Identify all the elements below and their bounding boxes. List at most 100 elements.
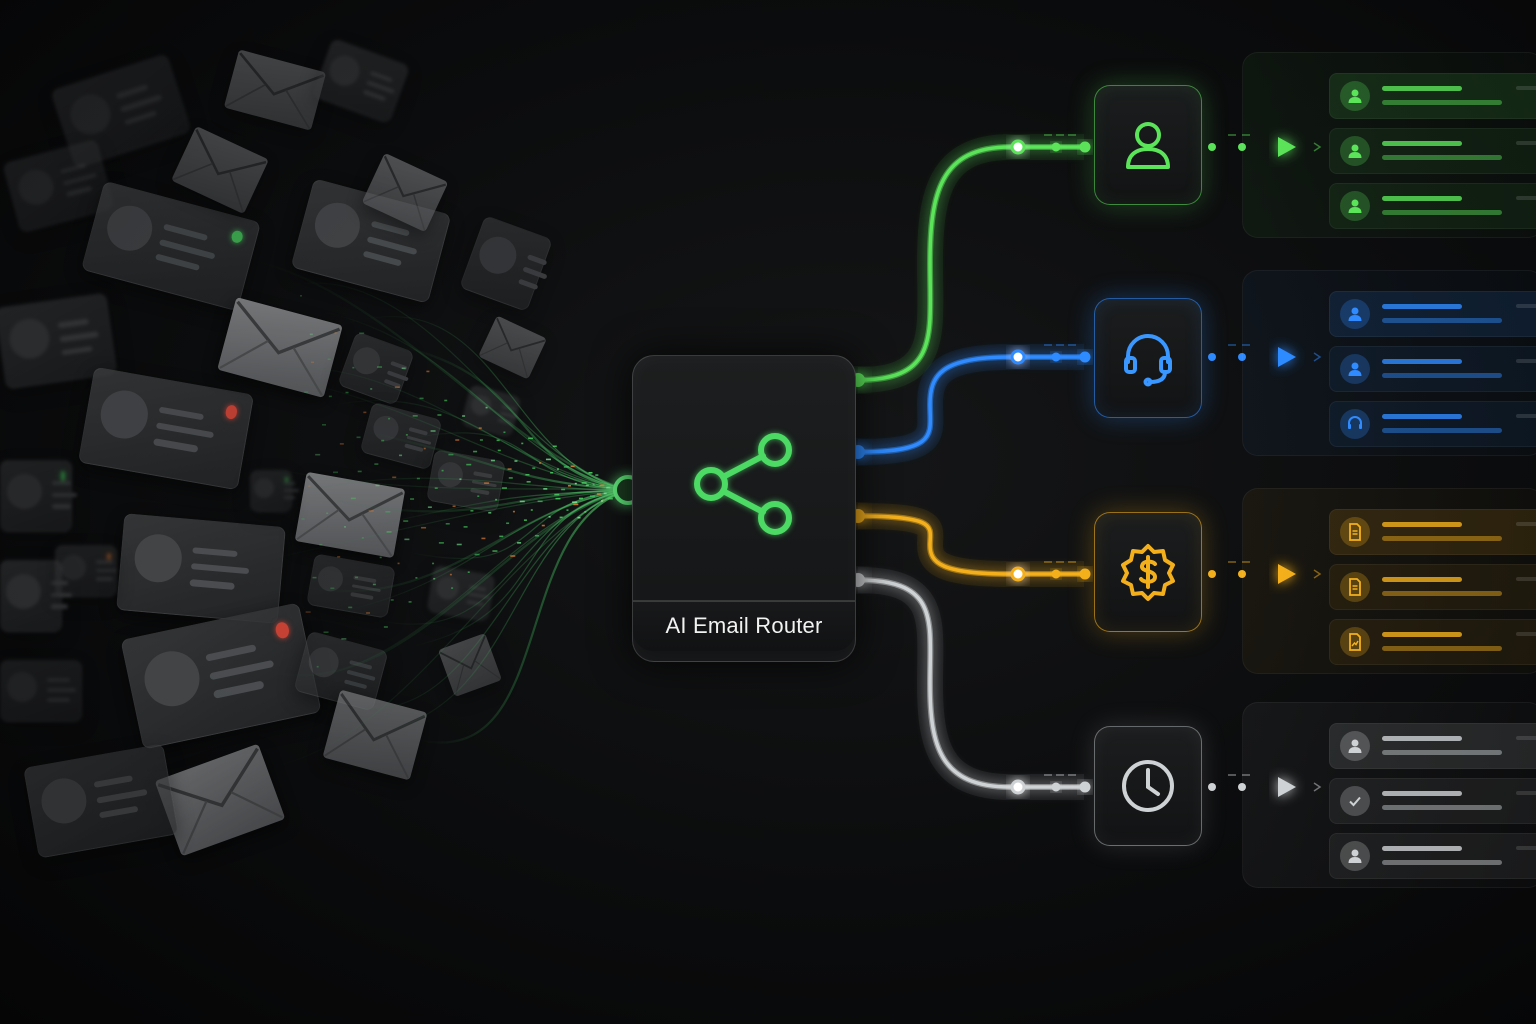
destination-row[interactable] <box>1329 619 1536 665</box>
flow-dot <box>1238 143 1246 151</box>
user-icon <box>1340 354 1370 384</box>
envelope-icon <box>217 297 343 398</box>
stream-particle <box>572 501 578 503</box>
stream-line <box>274 489 629 767</box>
stream-line <box>291 379 629 491</box>
email-card <box>0 460 77 532</box>
stream-particle <box>495 498 498 501</box>
destination-row[interactable] <box>1329 128 1536 174</box>
flow-dot <box>1051 782 1061 792</box>
stream-particle <box>426 370 430 373</box>
flow-dot <box>1208 353 1216 361</box>
text-line <box>47 677 70 682</box>
chevron-right-icon <box>1313 782 1322 792</box>
stream-particle <box>319 543 323 546</box>
route-arrows <box>1202 134 1322 797</box>
stream-particle <box>405 434 408 436</box>
stream-particle <box>602 499 605 501</box>
stream-particle <box>448 453 454 456</box>
text-line <box>1516 196 1536 200</box>
flow-dot <box>1238 353 1246 361</box>
route-line <box>857 578 1084 789</box>
text-line <box>1516 632 1536 636</box>
destination-row[interactable] <box>1329 833 1536 879</box>
stream-particle <box>496 439 500 442</box>
stream-particle <box>352 366 355 369</box>
text-line <box>47 688 77 693</box>
route-node-headset[interactable] <box>1094 298 1202 418</box>
status-dot <box>107 553 112 560</box>
text-line <box>50 604 68 610</box>
stream-particle <box>404 538 410 541</box>
user-icon <box>1126 122 1170 169</box>
headset-icon <box>1124 334 1172 387</box>
text-line <box>1382 373 1502 378</box>
text-line <box>1516 577 1536 581</box>
destination-row[interactable] <box>1329 509 1536 555</box>
share-nodes-icon <box>693 432 793 536</box>
stream-particle <box>548 516 551 518</box>
stream-particle <box>596 493 601 495</box>
stream-particle <box>345 391 349 394</box>
text-line <box>1382 846 1462 851</box>
stream-line <box>259 465 629 491</box>
destination-row[interactable] <box>1329 346 1536 392</box>
stream-particle <box>419 397 424 400</box>
stream-line <box>380 489 629 733</box>
text-line <box>1516 141 1536 145</box>
stream-particle <box>528 437 534 440</box>
stream-particle <box>301 518 305 520</box>
stream-particle <box>470 509 474 512</box>
stream-particle <box>606 486 611 489</box>
destination-row[interactable] <box>1329 778 1536 824</box>
stream-particle <box>499 535 504 538</box>
route-node-clock[interactable] <box>1094 726 1202 846</box>
router-label-bar: AI Email Router <box>633 600 855 651</box>
stream-particle <box>356 436 361 439</box>
destination-row[interactable] <box>1329 564 1536 610</box>
ai-email-router-node[interactable]: AI Email Router <box>632 355 856 662</box>
stream-line <box>328 400 629 491</box>
stream-particle <box>501 487 507 489</box>
stream-particle <box>603 492 607 495</box>
stream-particle <box>543 488 548 490</box>
stream-particle <box>519 500 525 503</box>
stream-line <box>360 316 629 491</box>
stream-particle <box>555 497 561 500</box>
stream-particle <box>507 468 512 470</box>
check-icon <box>1340 786 1370 816</box>
stream-particle <box>348 606 353 609</box>
clock-icon <box>1122 760 1174 812</box>
status-dot <box>285 476 288 483</box>
stream-particle <box>585 484 589 487</box>
stream-particle <box>566 509 569 511</box>
stream-line <box>286 282 629 491</box>
stream-particle <box>517 542 522 544</box>
stream-particle <box>339 443 344 445</box>
envelope-icon <box>478 315 547 380</box>
route-node-dollar[interactable] <box>1094 512 1202 632</box>
text-line <box>1516 359 1536 363</box>
stream-particle <box>433 577 436 580</box>
text-line <box>1382 736 1462 741</box>
stream-particle <box>408 601 412 603</box>
destination-row[interactable] <box>1329 401 1536 447</box>
stream-particle <box>401 367 406 370</box>
stream-particle <box>561 488 566 491</box>
stream-particle <box>521 442 524 445</box>
destination-row[interactable] <box>1329 73 1536 119</box>
flow-dot <box>1079 568 1091 580</box>
route-track <box>857 567 1084 800</box>
stream-line <box>323 311 629 491</box>
stream-particle <box>361 537 364 539</box>
stream-line <box>306 489 629 681</box>
flow-dot <box>1208 143 1216 151</box>
stream-particle <box>508 477 513 479</box>
destination-row[interactable] <box>1329 291 1536 337</box>
route-node-user[interactable] <box>1094 85 1202 205</box>
destination-row[interactable] <box>1329 183 1536 229</box>
stream-particle <box>574 482 577 485</box>
destination-row[interactable] <box>1329 723 1536 769</box>
text-line <box>1382 791 1462 796</box>
envelope-icon <box>223 49 327 131</box>
